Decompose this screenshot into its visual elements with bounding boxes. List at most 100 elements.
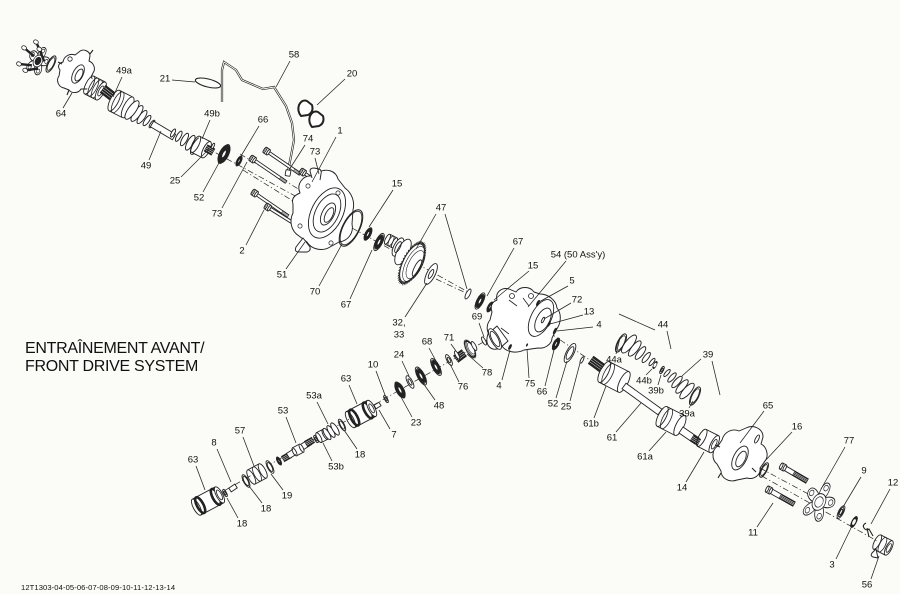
leader-line-12 (870, 488, 891, 525)
leader-line-63 (195, 465, 206, 491)
leader-line-73 (314, 157, 320, 175)
diagram-title-line1: ENTRAÎNEMENT AVANT/ (25, 340, 205, 357)
diagram-title: ENTRAÎNEMENT AVANT/ FRONT DRIVE SYSTEM (25, 340, 205, 376)
callout-78-32: 78 (482, 368, 493, 379)
leader-line-67 (486, 247, 515, 297)
leader-line-53 (285, 416, 297, 444)
coupler-63r (344, 399, 378, 429)
bearing-15 (474, 292, 486, 310)
leader-line-69 (478, 322, 485, 338)
leader-line-23 (400, 396, 413, 418)
damper-57 (246, 463, 268, 485)
pin-8 (228, 483, 238, 493)
washer-76 (445, 354, 453, 366)
leader-line-47 (444, 213, 468, 290)
callout-67-17: 67 (341, 300, 352, 311)
leader-line-18 (226, 497, 239, 519)
leader-line-65 (739, 410, 765, 444)
leader-line-48 (422, 382, 436, 401)
leader-line-51 (285, 241, 306, 270)
callout-33-22: 33 (394, 330, 405, 341)
leader-line-32 (404, 282, 428, 318)
callout-25-6: 25 (170, 176, 181, 187)
clips-20 (297, 99, 325, 128)
ring-18c (337, 418, 347, 432)
callout-69-28: 69 (472, 312, 483, 323)
leader-line-78 (466, 353, 484, 369)
callout-13-26: 13 (584, 307, 595, 318)
leader-line-49 (148, 130, 162, 161)
seal-66 (551, 337, 561, 351)
leader-line-72 (543, 302, 572, 320)
leader-line-74 (288, 144, 306, 171)
leader-line-52 (202, 160, 221, 193)
callout-52-7: 52 (194, 193, 205, 204)
leader-line-3 (835, 527, 852, 560)
leader-line-52 (555, 360, 568, 399)
callout-25-42: 25 (561, 402, 572, 413)
clamp-21 (194, 77, 222, 89)
callout-66-40: 66 (537, 387, 548, 398)
boot-kit-44-39 (614, 333, 702, 406)
callout-5-24: 5 (569, 276, 574, 287)
differential-47 (383, 233, 427, 286)
callout-57-64: 57 (235, 426, 246, 437)
callout-75-39: 75 (525, 379, 536, 390)
circlip-25 (210, 142, 216, 150)
callout-52-41: 52 (548, 399, 559, 410)
callout-63-61: 63 (341, 374, 352, 385)
leader-line-25 (180, 148, 210, 178)
leader-line-70 (318, 243, 343, 287)
steering-knuckle-65 (712, 426, 768, 482)
leader-line-16 (763, 431, 793, 463)
callout-56-60: 56 (862, 580, 873, 591)
callout-64-0: 64 (56, 109, 67, 120)
callout-58-3: 58 (289, 50, 300, 61)
callout-39b-51: 39b (648, 386, 664, 397)
leader-line-49a (112, 76, 123, 98)
leader-line-64 (62, 92, 73, 109)
washer-10 (383, 394, 389, 404)
callout-14-46: 14 (677, 483, 688, 494)
callout-73-12: 73 (310, 147, 321, 158)
callout-9-56: 9 (861, 466, 866, 477)
callout-18-70: 18 (261, 504, 272, 515)
leader-line-14 (685, 451, 705, 483)
hub-oring (45, 55, 57, 73)
callout-61b-43: 61b (583, 419, 599, 430)
leader-line-68 (428, 347, 437, 362)
callout-15-21: 15 (528, 261, 539, 272)
leader-line-61 (615, 402, 642, 433)
leader-line-63 (348, 384, 358, 405)
bearing-48 (414, 366, 428, 386)
pin-7 (373, 401, 382, 410)
studs-11 (764, 462, 809, 507)
leader-line-39a (688, 400, 694, 409)
ring-69 (480, 336, 488, 346)
leader-line-4 (501, 349, 511, 381)
sheet-number: 12T1303-04-05-06-07-08-09-10-11-12-13-14 (21, 583, 176, 592)
callout-5450assy-23: 54 (50 Ass'y) (551, 250, 606, 261)
bearing-68 (430, 358, 442, 376)
leader-line-10 (375, 370, 386, 396)
prop-shaft (190, 486, 226, 516)
callout-18-67: 18 (355, 450, 366, 461)
callout-3-59: 3 (829, 560, 834, 571)
leader-line-9 (842, 476, 862, 508)
callout-11-58: 11 (748, 528, 758, 539)
callout-16-54: 16 (792, 422, 803, 433)
oring-16 (759, 462, 769, 478)
leader-line-7 (378, 409, 391, 430)
seal-15 (363, 227, 373, 241)
shim-ring (464, 288, 472, 300)
callout-1-13: 1 (337, 126, 342, 137)
callout-53a-62: 53a (306, 391, 323, 402)
pinion-gear-78 (453, 339, 478, 363)
leader-line-19 (270, 473, 284, 491)
callout-67-20: 67 (513, 237, 524, 248)
washer-32-33 (424, 263, 438, 285)
callout-21-2: 21 (160, 74, 171, 85)
seal-23 (394, 381, 406, 399)
callout-44-47: 44 (658, 320, 669, 331)
